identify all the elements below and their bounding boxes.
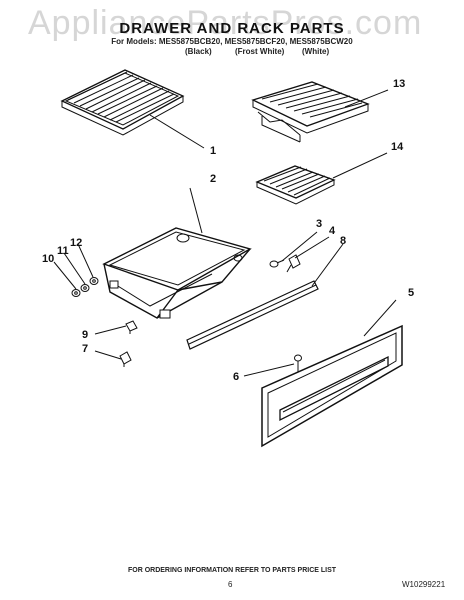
callout-leader-lines [53, 89, 397, 377]
callout-3: 3 [316, 218, 322, 230]
callout-2: 2 [210, 173, 216, 185]
small-rack-part [255, 165, 336, 205]
hardware-part-11 [80, 284, 90, 292]
hardware-part-10 [71, 289, 81, 297]
callout-13: 13 [393, 78, 405, 90]
callout-9: 9 [82, 329, 88, 341]
callout-4: 4 [329, 225, 336, 237]
callout-12: 12 [70, 237, 82, 249]
callout-6: 6 [233, 371, 239, 383]
callout-7: 7 [82, 343, 88, 355]
clip-part-9 [125, 320, 138, 334]
model-list: For Models: MES5875BCB20, MES5875BCF20, … [111, 37, 353, 46]
screw-part-6 [294, 354, 302, 372]
diagram-title: DRAWER AND RACK PARTS [119, 20, 345, 37]
drawer-front-panel-part [261, 324, 403, 448]
roller-rack-part [251, 81, 370, 143]
color-label-white: (White) [302, 47, 330, 56]
color-label-black: (Black) [185, 47, 212, 56]
oven-rack-part [60, 69, 185, 136]
hardware-part-12 [89, 277, 99, 285]
ordering-note: FOR ORDERING INFORMATION REFER TO PARTS … [127, 567, 337, 574]
document-id: W10299221 [402, 580, 446, 589]
callout-11: 11 [57, 245, 69, 257]
bracket-part [286, 254, 301, 273]
callout-1: 1 [210, 145, 216, 157]
callout-5: 5 [408, 287, 414, 299]
watermark: AppliancePartsPros.com [28, 4, 423, 42]
color-label-frost-white: (Frost White) [235, 47, 285, 56]
callout-8: 8 [340, 235, 346, 247]
drawer-rail-part [186, 280, 319, 350]
page-number: 6 [228, 580, 233, 589]
storage-drawer-part [102, 227, 252, 319]
callout-10: 10 [42, 253, 54, 265]
screw-part-3 [269, 259, 285, 268]
callout-14: 14 [391, 141, 404, 153]
clip-part-7 [119, 351, 132, 367]
